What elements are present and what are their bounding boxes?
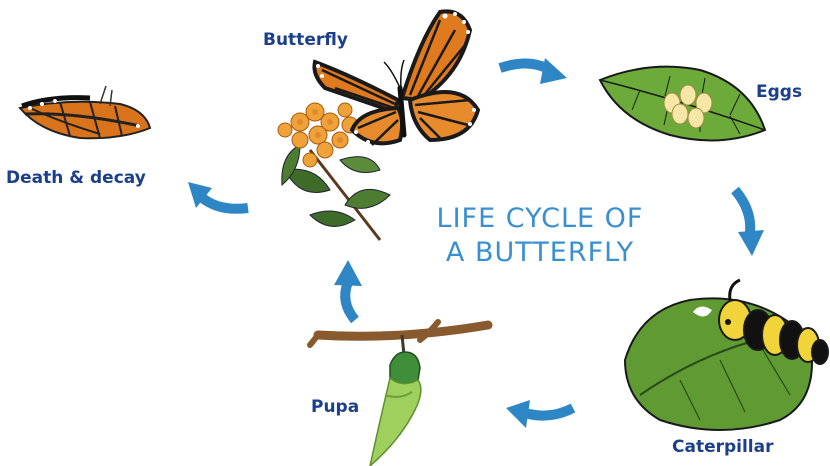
stage-label-eggs: Eggs [756,82,802,102]
caterpillar-on-leaf-icon [625,280,828,430]
arrow-pupa-to-butterfly [334,260,362,320]
leaf-with-eggs-icon [600,67,765,141]
stage-label-caterpillar: Caterpillar [672,437,774,457]
dead-butterfly-icon [20,86,150,138]
arrow-caterpillar-to-pupa [506,400,573,428]
arrow-eggs-to-caterpillar [735,190,764,256]
stage-label-death: Death & decay [6,168,146,188]
arrow-butterfly-to-death [188,182,248,209]
stage-label-pupa: Pupa [311,397,359,417]
diagram-title: LIFE CYCLE OF A BUTTERFLY [410,202,670,270]
stage-label-butterfly: Butterfly [263,30,348,50]
arrow-butterfly-to-eggs [500,58,567,84]
title-line-1: LIFE CYCLE OF [410,202,670,236]
title-line-2: A BUTTERFLY [410,236,670,270]
chrysalis-icon [310,322,488,466]
